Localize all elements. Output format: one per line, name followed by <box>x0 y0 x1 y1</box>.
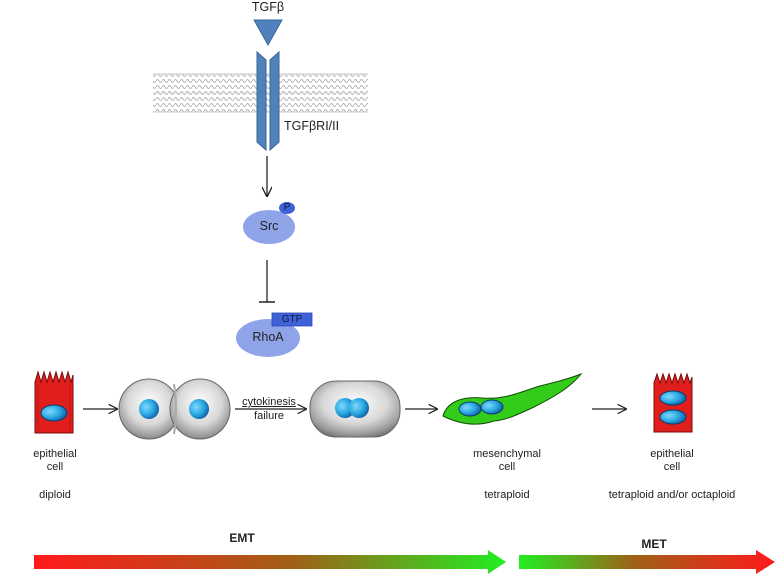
receptor-label: TGFβRI/II <box>284 119 340 133</box>
emt-label: EMT <box>229 531 255 545</box>
rhoa-blob <box>236 319 300 357</box>
ligand-triangle <box>253 19 283 47</box>
diploid-label: diploid <box>39 489 71 501</box>
epithelial-left-label: epithelial <box>33 448 77 460</box>
cytokinesis-label: cytokinesis <box>242 396 296 408</box>
binucleated-cell <box>309 380 401 438</box>
dividing-cell <box>118 378 231 440</box>
ligand-label: TGFβ <box>251 0 285 14</box>
mesenchymal-label: mesenchymal <box>473 448 541 460</box>
met-label: MET <box>641 537 667 551</box>
emt-arrow <box>34 550 506 574</box>
epithelial-right-label: epithelial <box>650 448 694 460</box>
src-label: Src <box>259 219 279 233</box>
mesenchymal-cell <box>442 372 583 425</box>
inhibition-arrow <box>259 260 275 303</box>
failure-label: failure <box>254 410 284 422</box>
mesenchymal-cell-label: cell <box>498 461 516 473</box>
gtp-label: GTP <box>281 314 303 325</box>
epithelial-left-cell-label: cell <box>46 461 64 473</box>
rhoa-label: RhoA <box>252 330 284 344</box>
src-blob <box>243 210 295 244</box>
tetraploid-label: tetraploid <box>484 489 530 501</box>
epithelial-cell-diploid <box>34 370 74 434</box>
receptor-icon <box>256 50 280 152</box>
phospho-badge <box>279 202 295 214</box>
met-arrow <box>519 550 775 574</box>
epithelial-cell-polyploid <box>653 372 693 433</box>
ploidy-right-label: tetraploid and/or octaploid <box>608 489 736 501</box>
gtp-badge <box>271 312 313 327</box>
epithelial-right-cell-label: cell <box>663 461 681 473</box>
phospho-label: P <box>283 202 291 213</box>
